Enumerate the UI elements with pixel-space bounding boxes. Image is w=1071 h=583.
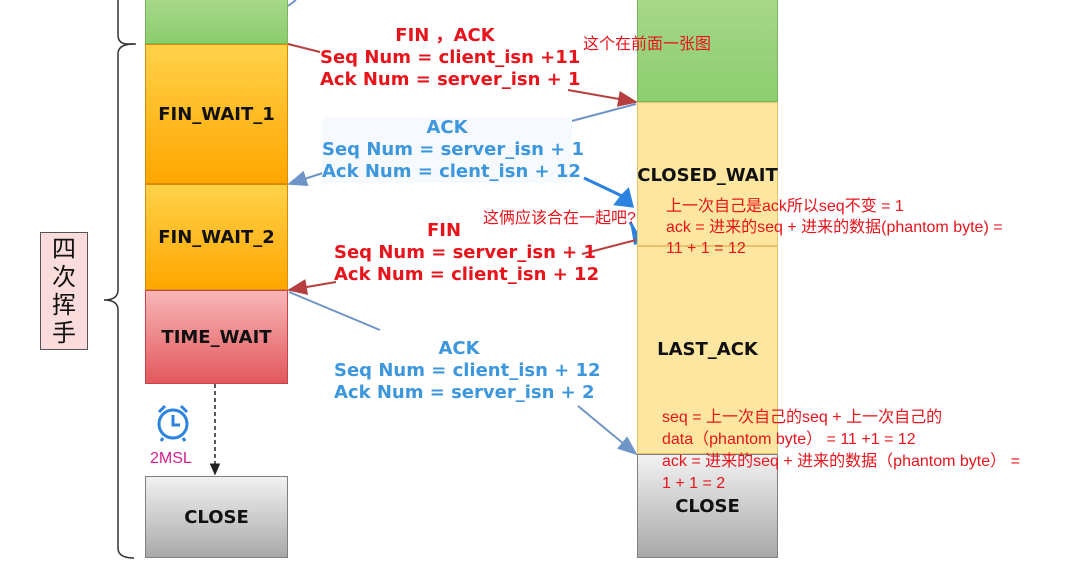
annotation-last-ack: seq = 上一次自己的seq + 上一次自己的 data（phantom by…: [662, 407, 1020, 495]
annotation-question: 这俩应该合在一起吧?: [483, 210, 636, 227]
pointer-closed-wait: [583, 176, 634, 208]
side-label-char: 四: [52, 235, 76, 263]
note-line: 上一次自己是ack所以seq不变 = 1: [666, 198, 904, 215]
message-ack: Ack Num = clent_isn + 12: [322, 161, 581, 182]
message-title: FIN: [426, 220, 462, 241]
annotation-previous-figure: 这个在前面一张图: [583, 36, 712, 53]
client-state-time-wait: TIME_WAIT: [145, 290, 288, 384]
client-state-close: CLOSE: [145, 476, 288, 558]
message-seq: Seq Num = server_isn + 1: [334, 242, 597, 263]
state-label: FIN_WAIT_1: [158, 103, 275, 125]
message-ack: Ack Num = server_isn + 1: [320, 69, 581, 90]
side-label-char: 次: [52, 263, 76, 291]
arrow-ack-1: [567, 103, 637, 123]
arrow-ack-2: [288, 291, 381, 331]
annotation-closed-wait: 上一次自己是ack所以seq不变 = 1 ack = 进来的seq + 进来的数…: [666, 196, 1003, 259]
state-label: LAST_ACK: [657, 339, 758, 360]
state-label: CLOSE: [184, 506, 249, 528]
bracket-main: [103, 43, 135, 559]
state-label: CLOSE: [675, 495, 740, 517]
message-seq: Seq Num = server_isn + 1: [322, 139, 585, 160]
note-line: ack = 进来的seq + 进来的数据(phantom byte) =: [666, 219, 1003, 236]
note-line: seq = 上一次自己的seq + 上一次自己的: [662, 409, 943, 426]
side-label-char: 手: [52, 319, 76, 347]
server-state-close: CLOSE: [637, 454, 778, 558]
client-state-fin-wait-1: FIN_WAIT_1: [145, 44, 288, 184]
bracket-top: [117, 0, 136, 45]
client-state-fin-wait-2: FIN_WAIT_2: [145, 184, 288, 290]
note-line: 11 + 1 = 12: [666, 240, 746, 257]
arrow-fin-ack: [287, 43, 321, 53]
message-ack: Ack Num = server_isn + 2: [334, 382, 595, 403]
server-established-block: [637, 0, 778, 102]
message-fin: FIN Seq Num = server_isn + 1 Ack Num = c…: [334, 220, 600, 286]
note-line: data（phantom byte） = 11 +1 = 12: [662, 431, 916, 448]
arrow-fin: [581, 239, 637, 255]
message-ack-1: ACK Seq Num = server_isn + 1 Ack Num = c…: [322, 117, 585, 183]
arrow-top-partial: [287, 0, 297, 7]
server-state-last-ack: LAST_ACK: [637, 246, 778, 454]
state-label: FIN_WAIT_2: [158, 226, 275, 248]
server-state-closed-wait: CLOSED_WAIT: [637, 102, 778, 246]
message-fin-ack: FIN ，ACK Seq Num = client_isn +11 Ack Nu…: [320, 25, 581, 91]
state-label: TIME_WAIT: [161, 326, 272, 348]
message-ack: Ack Num = client_isn + 12: [334, 264, 600, 285]
note-line: 1 + 1 = 2: [662, 475, 726, 492]
timer-label: 2MSL: [150, 450, 192, 467]
client-established-block: [145, 0, 288, 44]
message-title: ACK: [438, 338, 480, 359]
message-title: ACK: [426, 117, 468, 138]
alarm-clock-icon: [157, 404, 189, 442]
four-way-handshake-label: 四 次 挥 手: [40, 232, 88, 350]
message-ack-2: ACK Seq Num = client_isn + 12 Ack Num = …: [334, 338, 601, 404]
message-seq: Seq Num = client_isn +11: [320, 47, 581, 68]
message-seq: Seq Num = client_isn + 12: [334, 360, 601, 381]
note-line: ack = 进来的seq + 进来的数据（phantom byte） =: [662, 453, 1020, 470]
side-label-char: 挥: [52, 291, 76, 319]
message-title: FIN ，ACK: [395, 25, 495, 46]
state-label: CLOSED_WAIT: [637, 165, 778, 186]
